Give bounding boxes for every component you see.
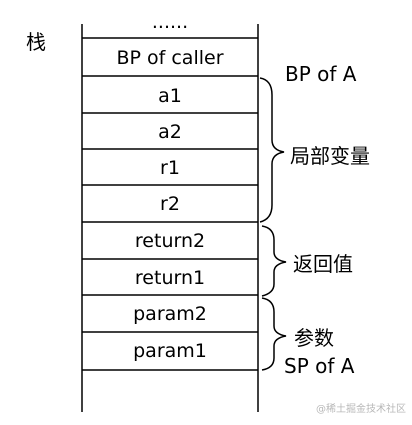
label-return-values: 返回值 <box>293 252 353 276</box>
label-local-vars: 局部变量 <box>290 144 370 168</box>
cell-bp-of-caller: BP of caller <box>116 47 223 69</box>
cell-a2: a2 <box>158 121 182 143</box>
cell-ellipsis: ...... <box>152 11 188 33</box>
brace-local-vars <box>259 77 285 223</box>
brace-params <box>261 297 287 371</box>
watermark: @稀土掘金技术社区 <box>316 404 406 415</box>
cell-param2: param2 <box>133 303 207 325</box>
cell-return1: return1 <box>135 267 205 289</box>
label-sp-of-a: SP of A <box>284 354 355 378</box>
cell-param1: param1 <box>133 340 207 362</box>
label-params: 参数 <box>294 326 334 350</box>
brace-return-values <box>261 225 287 297</box>
cell-a1: a1 <box>158 85 182 107</box>
cell-dividers <box>82 37 258 371</box>
cell-r2: r2 <box>160 193 180 215</box>
stack-label: 栈 <box>26 30 46 54</box>
label-bp-of-a: BP of A <box>285 62 357 86</box>
cell-return2: return2 <box>135 230 205 252</box>
cell-r1: r1 <box>160 157 180 179</box>
